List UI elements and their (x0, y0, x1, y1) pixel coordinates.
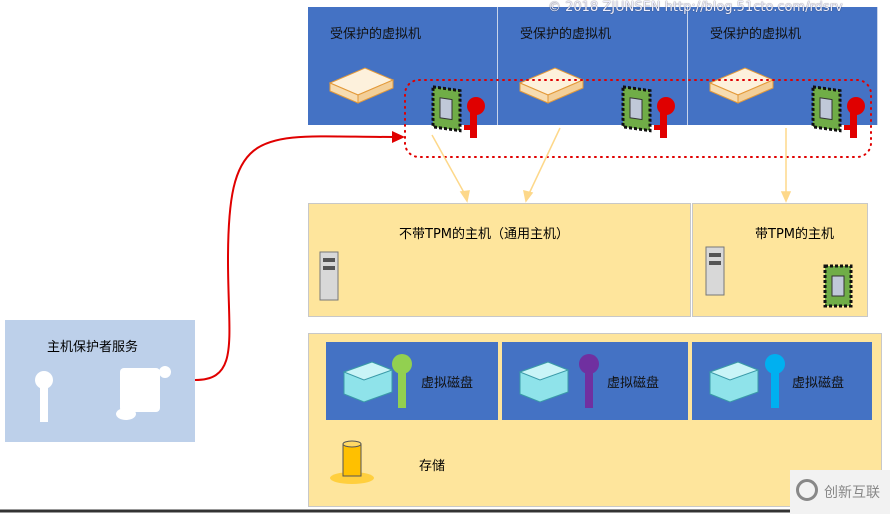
tpm-group-outline (404, 79, 872, 158)
hgs-label: 主机保护者服务 (47, 340, 139, 355)
tower-server-icon (319, 251, 339, 301)
disk-label: 虚拟磁盘 (421, 376, 474, 391)
watermark: © 2018 ZJUNSEN http://blog.51cto.com/rds… (548, 0, 843, 15)
blue-key-icon (765, 354, 785, 408)
certificate-scroll-icon (116, 366, 171, 420)
protected-vm-1: 受保护的虚拟机 (308, 7, 498, 125)
host-without-tpm: 不带TPM的主机（通用主机） (308, 203, 691, 317)
storage-label: 存储 (419, 459, 446, 474)
green-key-icon (392, 354, 412, 408)
key-icon (35, 371, 53, 422)
host-label: 不带TPM的主机（通用主机） (399, 227, 569, 242)
purple-key-icon (579, 354, 599, 408)
assignment-arrows (431, 127, 792, 203)
logo-text: 创新互联 (824, 485, 880, 501)
logo: 创新互联 (790, 470, 890, 514)
host-label: 带TPM的主机 (755, 227, 834, 242)
tpm-chip-icon (823, 264, 853, 308)
storage-cylinder-icon (330, 440, 374, 484)
vm-label: 受保护的虚拟机 (520, 27, 612, 42)
virtual-disk-2: 虚拟磁盘 (502, 342, 688, 420)
protected-vm-2: 受保护的虚拟机 (498, 7, 688, 125)
vm-label: 受保护的虚拟机 (330, 27, 422, 42)
disk-label: 虚拟磁盘 (607, 376, 660, 391)
protected-vm-3: 受保护的虚拟机 (688, 7, 878, 125)
vm-label: 受保护的虚拟机 (710, 27, 802, 42)
hard-disk-icon (342, 361, 394, 403)
host-guardian-service: 主机保护者服务 (5, 320, 195, 442)
attestation-link (194, 135, 396, 381)
tower-server-icon (705, 246, 725, 296)
logo-mark-icon (796, 479, 818, 501)
disk-label: 虚拟磁盘 (792, 376, 845, 391)
tpm-chip-key-icon (431, 85, 485, 138)
server-icon (328, 67, 395, 104)
